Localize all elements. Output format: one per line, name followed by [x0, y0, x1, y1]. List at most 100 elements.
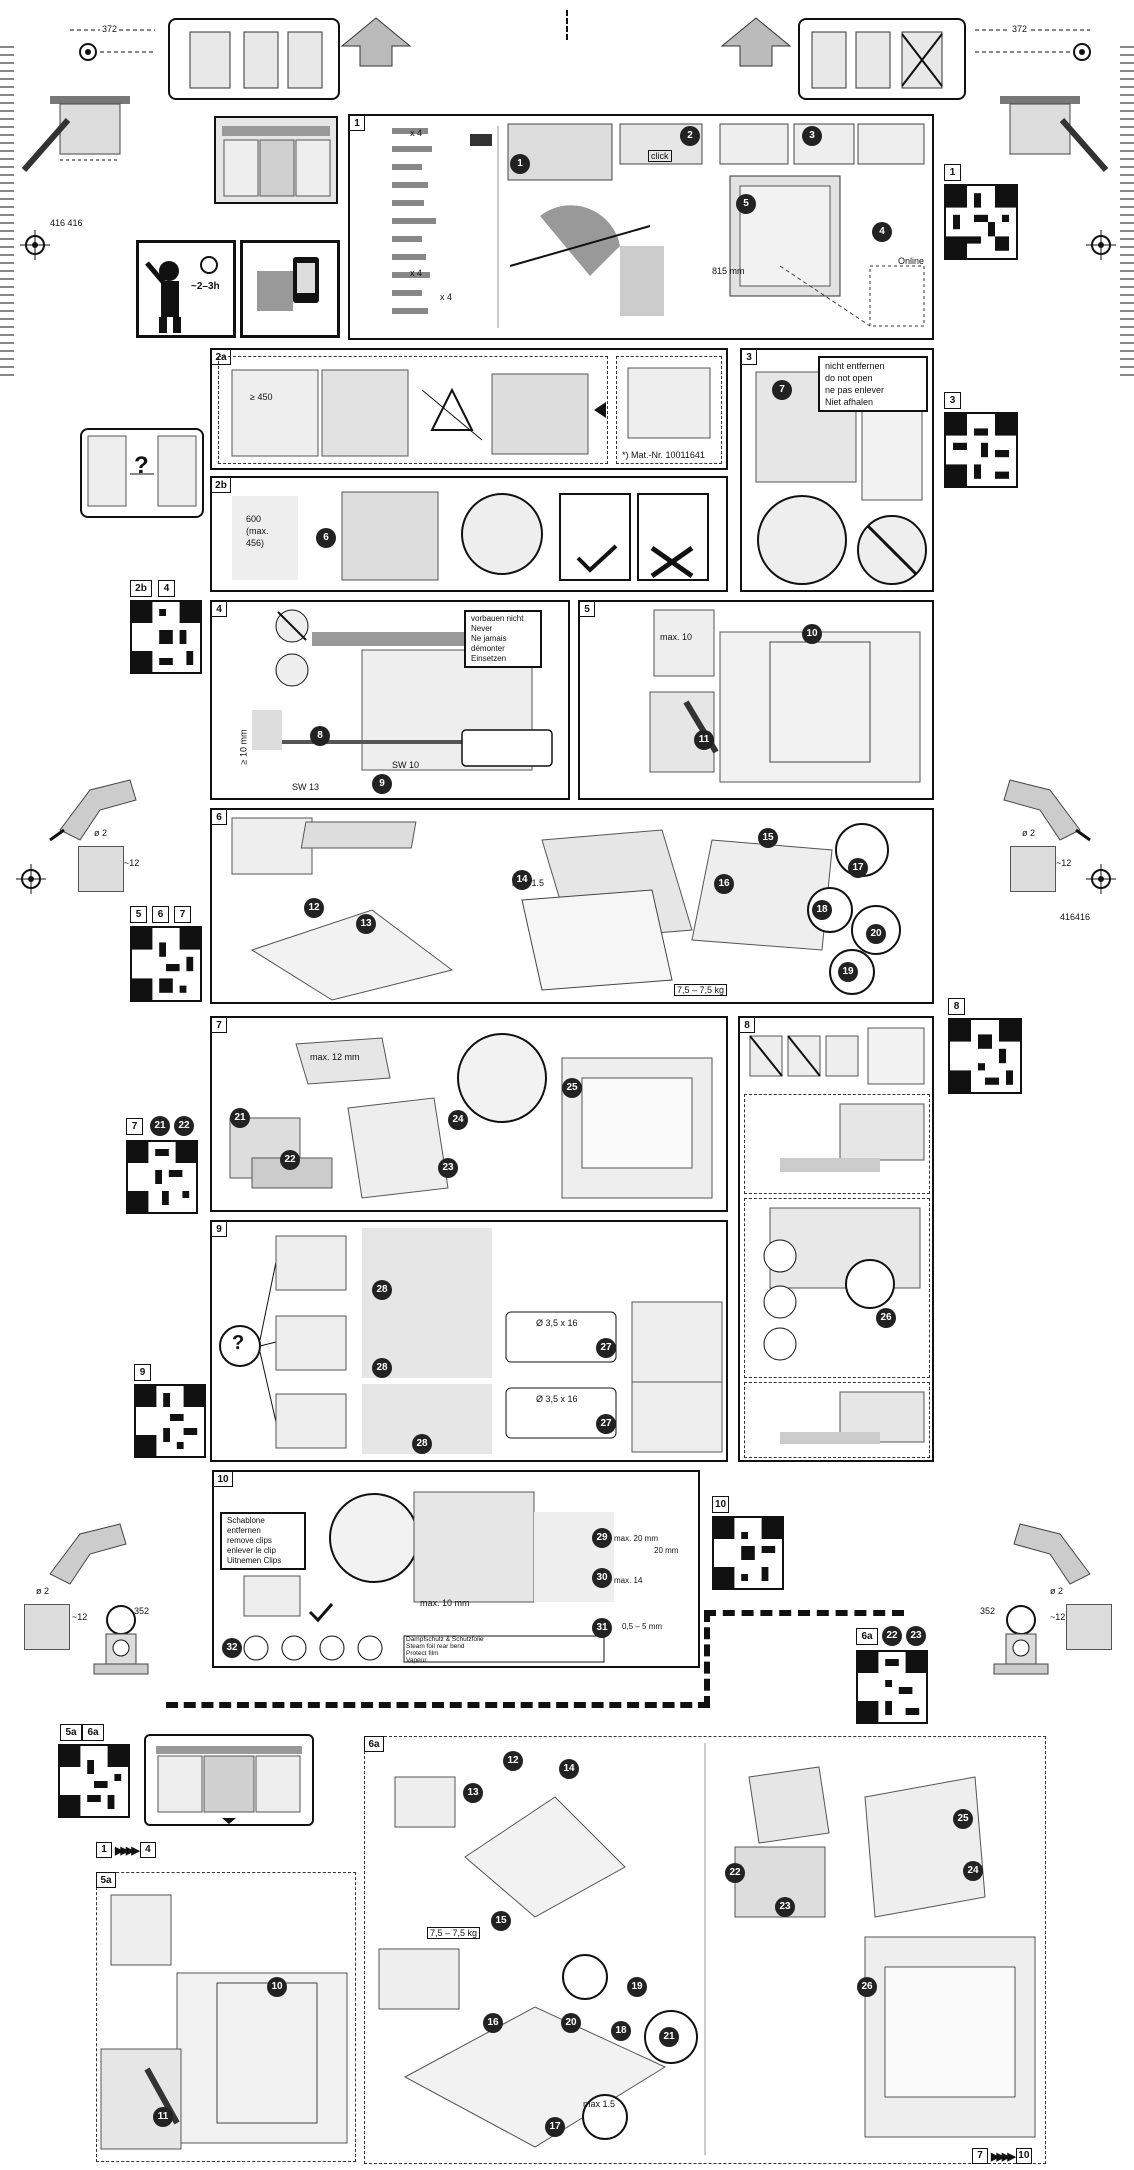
drill-depth: ~12: [72, 1612, 88, 1622]
step-panel-2a: 2a ≥ 450 *) Mat.-Nr. 10011641: [210, 348, 728, 470]
callout-28: 28: [372, 1358, 392, 1378]
top-left-dimension: 372: [60, 22, 160, 62]
callout-21: 21: [659, 2027, 679, 2047]
step-number: 5: [579, 601, 595, 617]
cabinet-marking-illustration: [1000, 96, 1109, 172]
qr-code[interactable]: [130, 926, 202, 1002]
tools-required-icon: ~2–3h: [136, 240, 236, 338]
callout-22: 22: [725, 1863, 745, 1883]
step-panel-4: 4 vorbauen nicht Never Ne jamais démonte…: [210, 600, 570, 800]
step-panel-2b: 2b 600 (max. 456) 6: [210, 476, 728, 592]
callout-19: 19: [838, 962, 858, 982]
qr-code[interactable]: [948, 1018, 1022, 1094]
callout-24: 24: [448, 1110, 468, 1130]
callout-16: 16: [714, 874, 734, 894]
callout-30: 30: [592, 1568, 612, 1588]
step-number: 7: [211, 1017, 227, 1033]
callout-27: 27: [596, 1414, 616, 1434]
qr-label: 6a: [82, 1724, 104, 1741]
step-number: 2a: [211, 349, 231, 365]
callout-11: 11: [694, 730, 714, 750]
drill-depth: ~12: [124, 858, 140, 868]
drill-depth: ~12: [1056, 858, 1072, 868]
qr-code[interactable]: [130, 600, 202, 674]
drill-diameter: ø 2: [1022, 828, 1036, 838]
callout-6: 6: [316, 528, 336, 548]
callout-23: 23: [775, 1897, 795, 1917]
mounting-bracket-illustration: [993, 1605, 1049, 1675]
step-number: 8: [739, 1017, 755, 1033]
qr-code[interactable]: [58, 1744, 130, 1818]
up-arrow-icon: [720, 17, 792, 67]
callout-16: 16: [483, 2013, 503, 2033]
qr-label: 9: [134, 1364, 151, 1381]
callout-20: 20: [561, 2013, 581, 2033]
drill-icon: [1013, 1523, 1091, 1585]
callout-15: 15: [758, 828, 778, 848]
callout-9: 9: [372, 774, 392, 794]
callout-26: 26: [857, 1977, 877, 1997]
qr-code[interactable]: [856, 1650, 928, 1724]
qr-code[interactable]: [126, 1140, 198, 1214]
drill-depth-diagram: [24, 1604, 70, 1650]
qr-label: 21: [150, 1116, 170, 1136]
screw-dimension: Ø 3,5 x 16: [536, 1318, 578, 1328]
part-number-label: *) Mat.-Nr. 10011641: [622, 450, 705, 460]
callout-3: 3: [802, 126, 822, 146]
max-dimension: max. 10 mm: [420, 1598, 470, 1608]
crosshair-marker: [1086, 230, 1116, 260]
callout-8: 8: [310, 726, 330, 746]
max-dimension: max 1.5: [583, 2099, 616, 2109]
drill-depth-diagram: [78, 846, 124, 892]
callout-14: 14: [559, 1759, 579, 1779]
time-label: ~2–3h: [191, 281, 220, 292]
screw-dimension: Ø 3,5 x 16: [536, 1394, 578, 1404]
drill-icon: [1003, 779, 1091, 842]
question-mark: ?: [232, 1332, 245, 1354]
dimension: 20 mm: [654, 1546, 679, 1555]
qr-label: 1: [944, 164, 961, 181]
cabinet-gap-question: ?: [80, 428, 204, 518]
callout-19: 19: [627, 1977, 647, 1997]
callout-17: 17: [545, 2117, 565, 2137]
callout-12: 12: [304, 898, 324, 918]
qr-code[interactable]: [944, 184, 1018, 260]
max-dimension: max. 12 mm: [310, 1052, 360, 1062]
max-dimension: max. 10: [660, 632, 693, 642]
dimension-456: 456): [246, 538, 265, 548]
callout-28: 28: [412, 1434, 432, 1454]
crosshair-marker: [20, 230, 50, 260]
part-qty: x 4: [410, 268, 423, 278]
dimension-label: 372: [100, 24, 120, 34]
drill-diameter: ø 2: [36, 1586, 50, 1596]
dimension: max. 20 mm: [614, 1534, 659, 1543]
step-number: 9: [211, 1221, 227, 1237]
qr-code[interactable]: [712, 1516, 784, 1590]
callout-18: 18: [611, 2021, 631, 2041]
crosshair-marker: [16, 864, 46, 894]
do-not-remove-warning: nicht entfernen do not open ne pas enlev…: [818, 356, 928, 412]
top-right-cabinet-door-options: [798, 18, 966, 100]
step-range: 1 ▶▶▶▶ 4: [96, 1842, 156, 1858]
callout-29: 29: [592, 1528, 612, 1548]
step-panel-10: 10 Schablone entfernen remove clips enle…: [212, 1470, 700, 1668]
weight-label: 7,5 – 7,5 kg: [427, 1927, 481, 1939]
online-label: Online: [898, 256, 925, 266]
mounting-bracket-illustration: [93, 1605, 149, 1675]
weight-label: 7,5 – 7,5 kg: [674, 984, 728, 996]
dimension-max: (max.: [246, 526, 269, 536]
callout-31: 31: [592, 1618, 612, 1638]
bottom-dimension: 352: [980, 1606, 996, 1616]
qr-code[interactable]: [944, 412, 1018, 488]
qr-label: 8: [948, 998, 965, 1015]
step-number: 3: [741, 349, 757, 365]
drill-icon: [49, 779, 137, 842]
callout-24: 24: [963, 1861, 983, 1881]
step-panel-6a: 6a 7,5 – 7,5 kg max 1.5 12 13 14 15 16 1…: [364, 1736, 1046, 2164]
callout-2: 2: [680, 126, 700, 146]
step-panel-1: 1 x 4 x 4 x 4 click Online 815 mm 1 2 3 …: [348, 114, 934, 340]
callout-12: 12: [503, 1751, 523, 1771]
step-panel-9: 9 ? Ø 3,5 x 16 Ø 3,5 x 16 28 28 28 27 27: [210, 1220, 728, 1462]
step-number: 6: [211, 809, 227, 825]
qr-code[interactable]: [134, 1384, 206, 1458]
